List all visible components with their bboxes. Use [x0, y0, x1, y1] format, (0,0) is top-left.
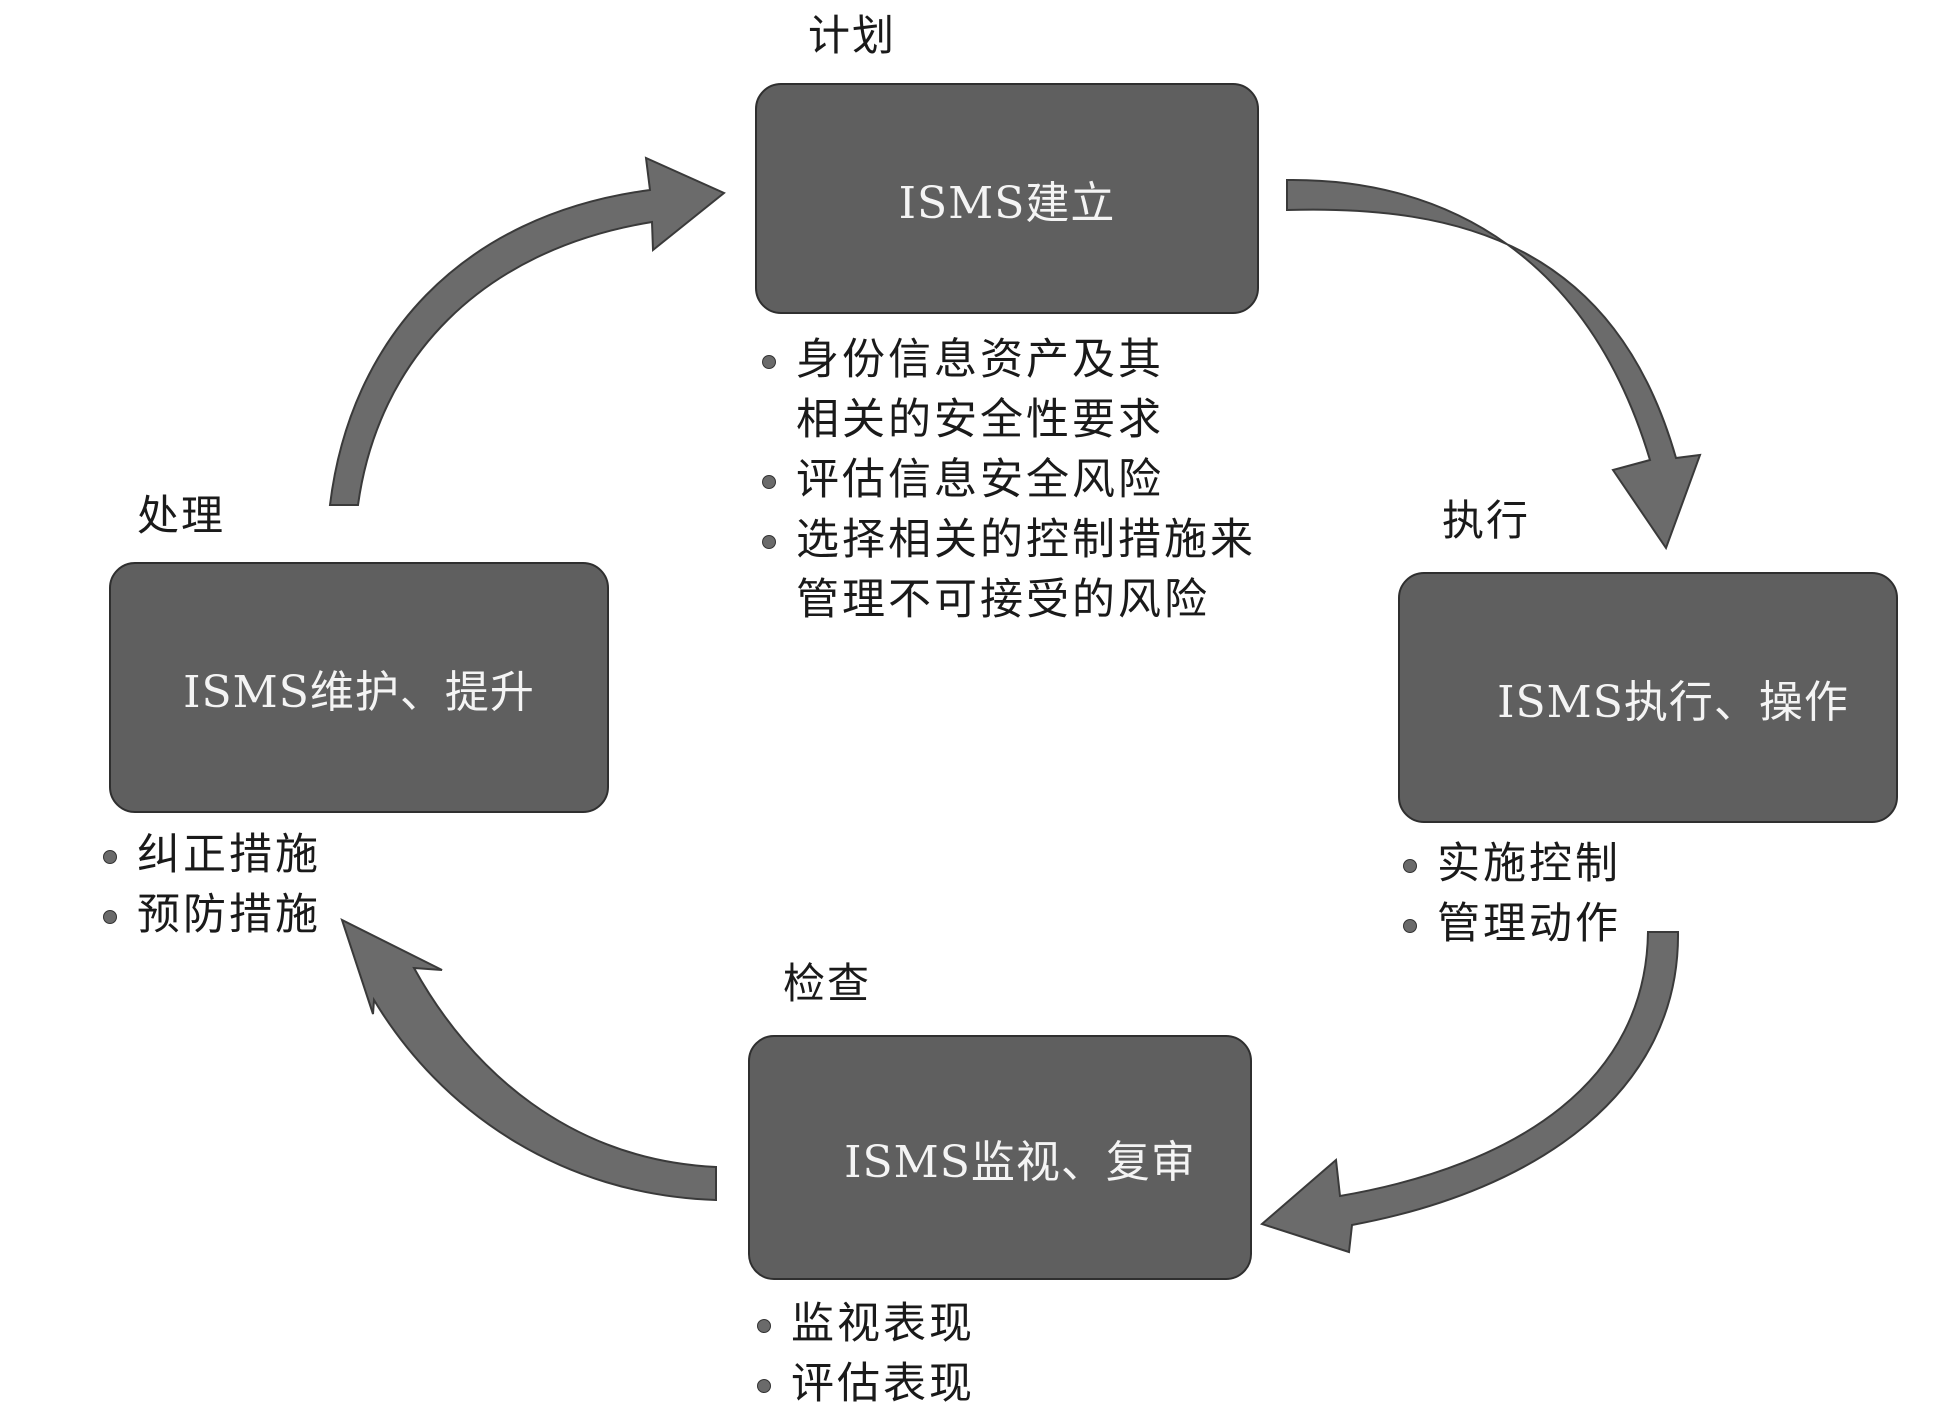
phase-label-do: 执行	[1442, 496, 1531, 545]
phase-label-check: 检查	[783, 959, 872, 1008]
bullets-check: 监视表现 评估表现	[757, 1294, 975, 1414]
bullet-dot-icon	[757, 1319, 771, 1333]
bullet-dot-icon	[1403, 859, 1417, 873]
bullet-dot-icon	[757, 1379, 771, 1393]
arrow-check-to-act	[340, 918, 717, 1202]
bullet-item: 预防措施	[103, 885, 321, 945]
bullet-dot-icon	[762, 535, 776, 549]
bullet-item: 监视表现	[757, 1294, 975, 1354]
bullet-item: 评估信息安全风险	[762, 450, 1256, 510]
bullet-item: 实施控制	[1403, 834, 1621, 894]
box-do-text: ISMS执行、操作	[1497, 676, 1849, 728]
bullet-item: 身份信息资产及其	[762, 330, 1256, 390]
bullet-item: 评估表现	[757, 1354, 975, 1414]
box-plan-text: ISMS建立	[898, 177, 1116, 229]
arrow-do-to-check	[1260, 931, 1680, 1254]
arrow-act-to-plan	[328, 156, 726, 506]
bullet-item-continuation: 管理不可接受的风险	[796, 575, 1210, 625]
bullet-dot-icon	[103, 850, 117, 864]
bullet-item: 纠正措施	[103, 825, 321, 885]
box-act: ISMS维护、提升	[109, 562, 609, 813]
phase-label-act: 处理	[137, 491, 226, 540]
bullet-item: 选择相关的控制措施来	[762, 510, 1256, 570]
bullet-dot-icon	[762, 475, 776, 489]
bullets-do: 实施控制 管理动作	[1403, 834, 1621, 954]
bullets-act: 纠正措施 预防措施	[103, 825, 321, 945]
phase-label-plan: 计划	[808, 11, 897, 60]
box-do: ISMS执行、操作	[1398, 572, 1898, 823]
box-check: ISMS监视、复审	[748, 1035, 1252, 1280]
bullet-item-continuation: 相关的安全性要求	[796, 395, 1164, 445]
bullets-plan: 身份信息资产及其 相关的安全性要求 评估信息安全风险 选择相关的控制措施来 管理…	[762, 330, 1256, 630]
arrow-plan-to-do	[1286, 178, 1702, 551]
bullet-dot-icon	[103, 910, 117, 924]
bullet-item: 管理动作	[1403, 894, 1621, 954]
box-check-text: ISMS监视、复审	[844, 1136, 1196, 1188]
box-plan: ISMS建立	[755, 83, 1259, 314]
box-act-text: ISMS维护、提升	[183, 666, 535, 718]
bullet-dot-icon	[1403, 919, 1417, 933]
bullet-dot-icon	[762, 355, 776, 369]
